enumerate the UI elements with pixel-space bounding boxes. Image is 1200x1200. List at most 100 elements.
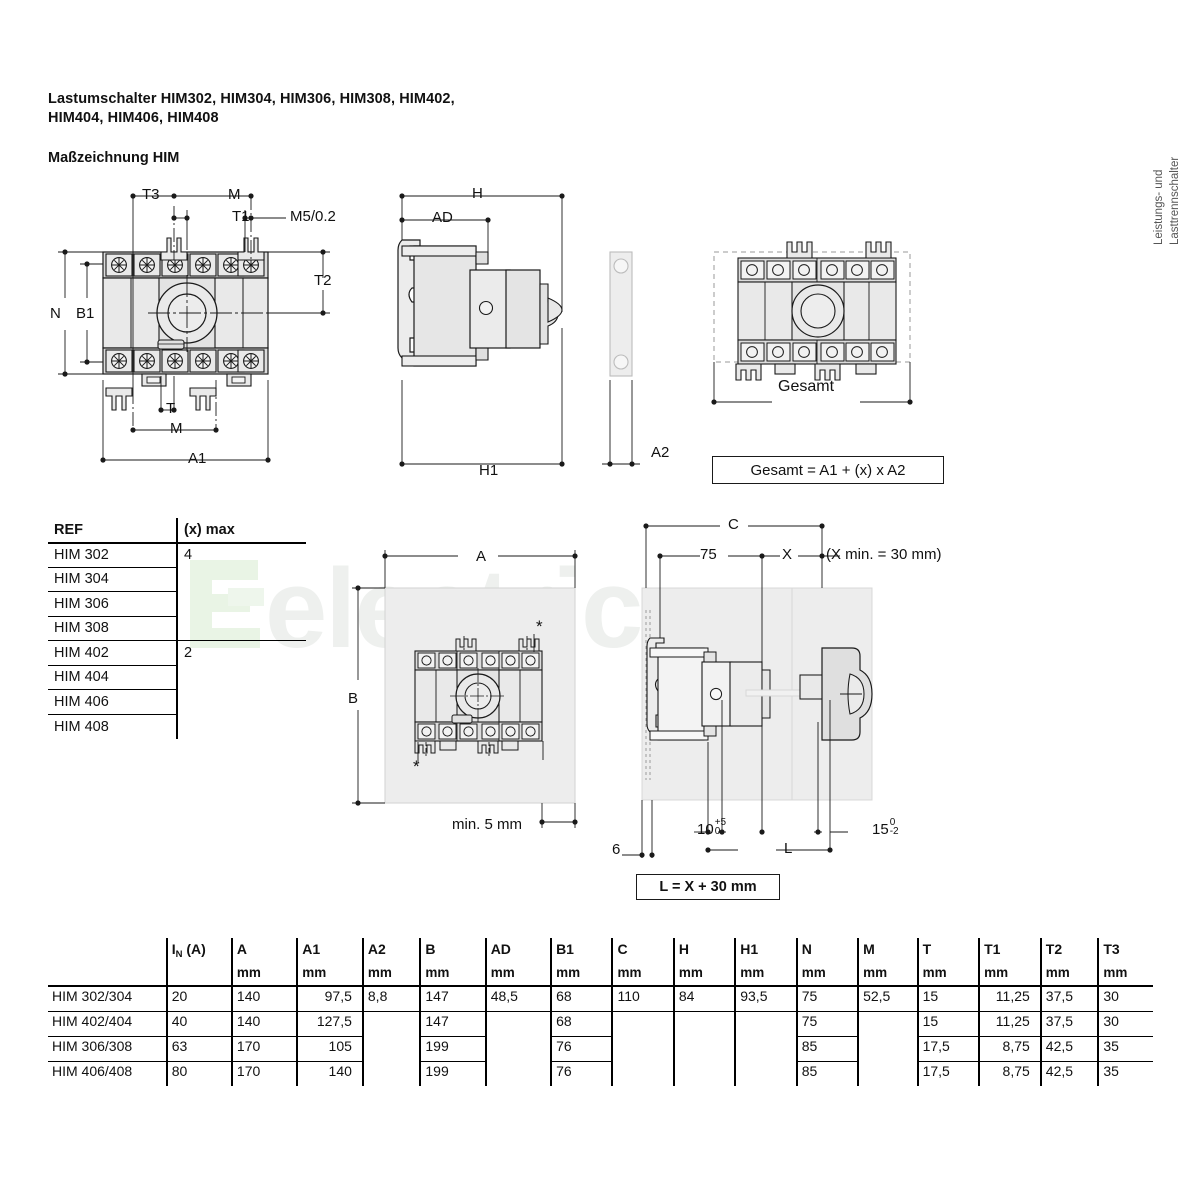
gesamt-formula-box: Gesamt = A1 + (x) x A2 bbox=[712, 456, 944, 484]
label-15-tol-dn: -2 bbox=[889, 826, 899, 837]
xmax-cell bbox=[177, 616, 306, 641]
cell-m bbox=[857, 1061, 918, 1086]
dim-unit-n: mm bbox=[795, 964, 859, 987]
dim-unit-b: mm bbox=[419, 964, 486, 987]
dim-header-t3: T3 bbox=[1097, 938, 1153, 964]
cell-t2: 42,5 bbox=[1039, 1061, 1099, 1086]
cell-c bbox=[611, 1011, 674, 1036]
xmax-cell bbox=[177, 567, 306, 592]
cell-t3: 30 bbox=[1097, 1011, 1153, 1037]
label-t3: T3 bbox=[142, 186, 160, 203]
ref-cell: HIM 302 bbox=[48, 542, 178, 568]
table-row: HIM 302 4 bbox=[48, 542, 306, 568]
dim-header-a2: A2 bbox=[361, 938, 421, 964]
dim-header-t1: T1 bbox=[978, 938, 1041, 964]
cell-b: 147 bbox=[419, 1011, 486, 1037]
cell-t1: 8,75 bbox=[978, 1036, 1041, 1062]
cell-m bbox=[857, 1036, 918, 1061]
label-15: 15 bbox=[872, 821, 889, 838]
label-gesamt: Gesamt bbox=[778, 378, 835, 395]
dim-unit-a: mm bbox=[230, 964, 298, 987]
table-row: HIM 402/404 40 140 127,5 147 68 75 15 11… bbox=[48, 1011, 1153, 1037]
cell-t: 15 bbox=[916, 986, 980, 1012]
cell-b: 199 bbox=[419, 1036, 486, 1062]
cell-n: 75 bbox=[795, 1011, 859, 1037]
cell-n: 85 bbox=[795, 1061, 859, 1086]
page-subtitle: Maßzeichnung HIM bbox=[48, 150, 180, 166]
cell-c bbox=[611, 1061, 674, 1086]
xmax-cell bbox=[177, 714, 306, 739]
cell-t: 15 bbox=[916, 1011, 980, 1037]
xmax-cell bbox=[177, 665, 306, 690]
label-10-tol-up: +5 bbox=[714, 817, 727, 828]
table-row: HIM 406/408 80 170 140 199 76 85 17,5 8,… bbox=[48, 1061, 1153, 1086]
label-h: H bbox=[472, 185, 483, 202]
dim-unit-in bbox=[165, 964, 232, 987]
ref-table-header-row: REF (x) max bbox=[48, 518, 306, 544]
dim-header-b1: B1 bbox=[550, 938, 613, 964]
label-t2: T2 bbox=[314, 272, 332, 289]
cell-a1: 127,5 bbox=[296, 1011, 363, 1037]
table-row: HIM 408 bbox=[48, 714, 306, 739]
dim-unit-c: mm bbox=[611, 964, 674, 987]
table-row: HIM 306/308 63 170 105 199 76 85 17,5 8,… bbox=[48, 1036, 1153, 1062]
cell-a2: 8,8 bbox=[361, 986, 421, 1012]
cell-a1: 140 bbox=[296, 1061, 363, 1086]
asterisk-note-bottom: * bbox=[413, 757, 420, 776]
cell-c: 110 bbox=[611, 986, 674, 1012]
dim-unit-h: mm bbox=[672, 964, 736, 987]
cell-b: 199 bbox=[419, 1061, 486, 1086]
table-row: HIM 404 bbox=[48, 665, 306, 690]
label-m5: M5/0.2 bbox=[290, 208, 336, 225]
ref-cell: HIM 408 bbox=[48, 714, 178, 739]
cell-h bbox=[672, 1011, 736, 1036]
ref-cell: HIM 304 bbox=[48, 567, 178, 592]
dim-10-group: 10 +5 0 bbox=[697, 817, 727, 839]
table-row: HIM 406 bbox=[48, 689, 306, 715]
table-row: HIM 304 bbox=[48, 567, 306, 592]
page-title: Lastumschalter HIM302, HIM304, HIM306, H… bbox=[48, 90, 455, 128]
label-75: 75 bbox=[700, 546, 717, 563]
label-min5: min. 5 mm bbox=[452, 816, 523, 833]
cell-ref: HIM 406/408 bbox=[52, 1062, 133, 1079]
cell-a: 170 bbox=[230, 1036, 298, 1062]
xmax-cell bbox=[177, 690, 306, 715]
cell-a2 bbox=[361, 1036, 421, 1061]
cell-t1: 8,75 bbox=[978, 1061, 1041, 1086]
label-b: B bbox=[348, 690, 359, 707]
dim-header-in: IN (A) bbox=[165, 938, 232, 964]
dim-unit-ad: mm bbox=[484, 964, 552, 987]
cell-in: 40 bbox=[165, 1011, 232, 1037]
label-t1: T1 bbox=[232, 208, 250, 225]
dim-header-h: H bbox=[672, 938, 736, 964]
label-x-min: (X min. = 30 mm) bbox=[826, 546, 942, 563]
cell-m bbox=[857, 1011, 918, 1036]
dim-unit-m: mm bbox=[857, 964, 918, 987]
cell-h1: 93,5 bbox=[734, 986, 797, 1012]
label-10: 10 bbox=[697, 821, 714, 838]
ref-cell: HIM 406 bbox=[48, 689, 178, 715]
cell-t: 17,5 bbox=[916, 1061, 980, 1086]
title-line-1: Lastumschalter HIM302, HIM304, HIM306, H… bbox=[48, 91, 455, 107]
cell-ref: HIM 302/304 bbox=[48, 986, 167, 1012]
xmax-cell: 2 bbox=[184, 645, 193, 661]
depth-view-drawing bbox=[622, 523, 873, 858]
dim-header-blank bbox=[48, 938, 167, 964]
cell-t3: 30 bbox=[1097, 986, 1153, 1012]
table-row: HIM 302/304 20 140 97,5 8,8 147 48,5 68 … bbox=[48, 986, 1153, 1012]
dim-unit-a2: mm bbox=[361, 964, 421, 987]
cell-t3: 35 bbox=[1097, 1061, 1153, 1086]
gesamt-view-drawing bbox=[711, 241, 913, 405]
gesamt-formula-text: Gesamt = A1 + (x) x A2 bbox=[750, 461, 906, 479]
dim-header-c: C bbox=[611, 938, 674, 964]
dim-unit-t2: mm bbox=[1039, 964, 1099, 987]
cell-a: 140 bbox=[230, 986, 298, 1012]
label-m-bottom: M bbox=[170, 420, 183, 437]
cell-b1: 68 bbox=[550, 1011, 613, 1037]
cell-a1: 105 bbox=[296, 1036, 363, 1062]
dim-unit-a1: mm bbox=[296, 964, 363, 987]
cell-ad: 48,5 bbox=[484, 986, 552, 1012]
dim-unit-t3: mm bbox=[1097, 964, 1153, 987]
cell-in: 20 bbox=[165, 986, 232, 1012]
ref-cell: HIM 404 bbox=[48, 665, 178, 690]
